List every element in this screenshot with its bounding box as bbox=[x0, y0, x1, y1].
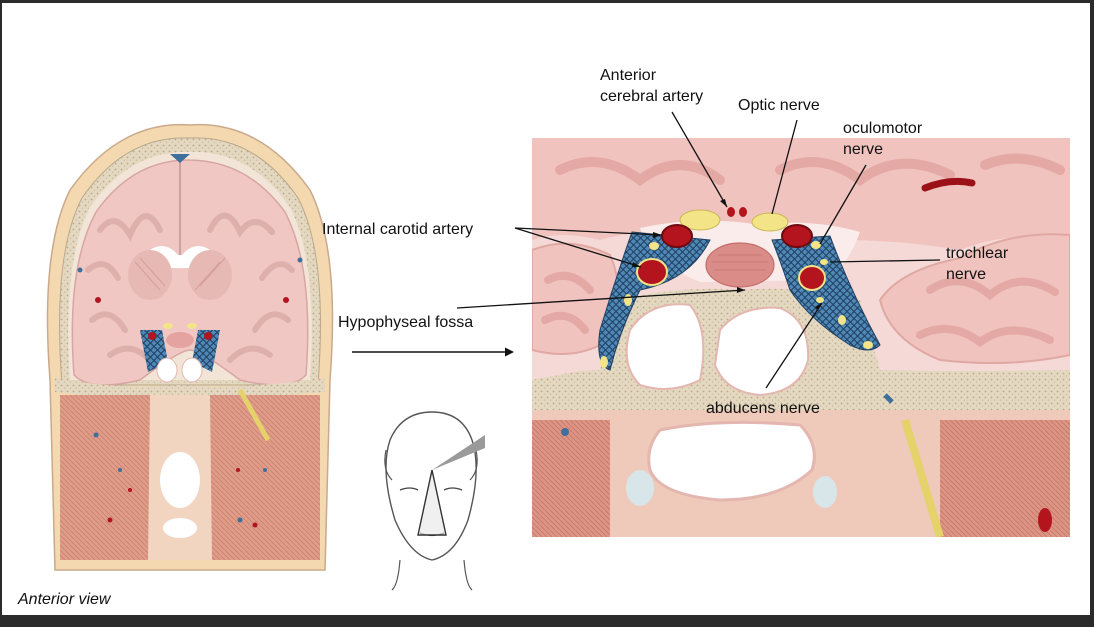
magnified-cavernous-sinus-section bbox=[532, 138, 1070, 537]
face-orientation-sketch bbox=[370, 405, 490, 591]
label-abducens-nerve: abducens nerve bbox=[706, 400, 820, 417]
coronal-head-section bbox=[46, 123, 334, 571]
label-internal-carotid-artery: Internal carotid artery bbox=[322, 221, 474, 238]
figure-caption: Anterior view bbox=[18, 591, 111, 608]
label-optic-nerve: Optic nerve bbox=[738, 97, 820, 114]
label-oculomotor-nerve: oculomotor nerve bbox=[843, 120, 923, 158]
label-anterior-cerebral-artery: Anterior cerebral artery bbox=[600, 67, 704, 105]
leader-lines bbox=[456, 111, 941, 389]
direction-arrow bbox=[352, 347, 514, 357]
label-trochlear-nerve: trochlear nerve bbox=[946, 245, 1009, 283]
arrowheads bbox=[632, 199, 822, 310]
label-hypophyseal-fossa: Hypophyseal fossa bbox=[338, 314, 474, 331]
